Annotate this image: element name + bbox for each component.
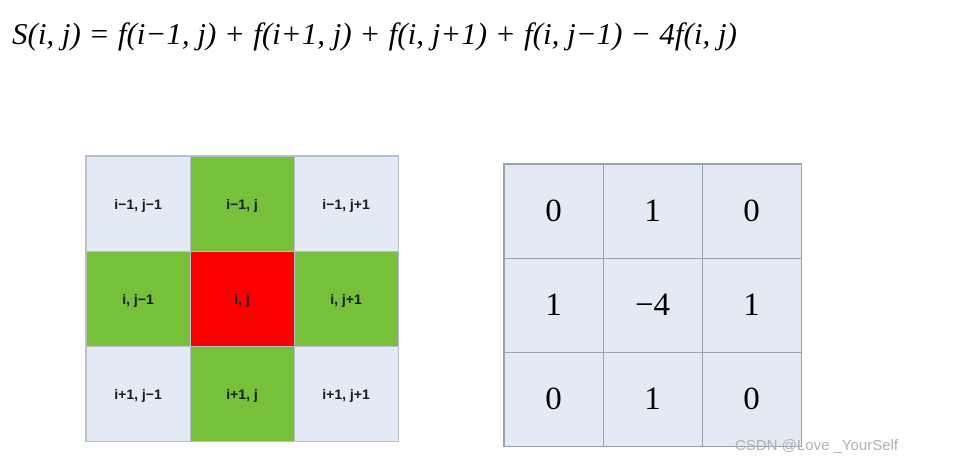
neighborhood-cell-label: i, j−1 <box>122 290 154 307</box>
neighborhood-cell-label: i+1, j <box>226 385 258 402</box>
neighborhood-cell-label: i+1, j+1 <box>322 385 370 402</box>
kernel-cell-value: 1 <box>644 192 661 229</box>
formula-operator-3: + <box>496 16 515 51</box>
neighborhood-cell-center: i, j <box>189 250 295 347</box>
neighborhood-cell-label: i−1, j+1 <box>322 195 370 212</box>
neighborhood-cell: i, j−1 <box>85 250 191 347</box>
kernel-cell-value: 1 <box>545 286 562 323</box>
formula-term-1: f(i−1, j) <box>117 16 217 51</box>
kernel-cell-value: 0 <box>545 380 562 417</box>
neighborhood-cell: i+1, j−1 <box>85 345 191 442</box>
kernel-cell: 0 <box>503 163 604 259</box>
neighborhood-cell-label: i+1, j−1 <box>114 385 162 402</box>
formula-term-3: f(i, j+1) <box>388 16 488 51</box>
kernel-cell: 1 <box>602 351 703 447</box>
kernel-cell-value: −4 <box>634 286 671 323</box>
kernel-cell: 1 <box>503 257 604 353</box>
neighborhood-cell: i−1, j−1 <box>85 155 191 252</box>
kernel-cell-value: 0 <box>743 380 760 417</box>
kernel-cell: 0 <box>701 351 802 447</box>
neighborhood-cell: i−1, j <box>189 155 295 252</box>
watermark-text: CSDN @Love _YourSelf <box>735 437 899 454</box>
neighborhood-cell: i+1, j+1 <box>293 345 399 442</box>
formula-operator-1: + <box>226 16 244 51</box>
neighborhood-cell-label: i−1, j <box>226 195 258 212</box>
kernel-cell-value: 1 <box>644 380 661 417</box>
kernel-cell: 0 <box>701 163 802 259</box>
neighborhood-cell: i−1, j+1 <box>293 155 399 252</box>
kernel-cell-value: 0 <box>545 192 562 229</box>
kernel-cell: 1 <box>602 163 703 259</box>
neighborhood-cell: i, j+1 <box>293 250 399 347</box>
kernel-cell: 0 <box>503 351 604 447</box>
kernel-cell: 1 <box>701 257 802 353</box>
laplacian-formula: S(i, j) = f(i−1, j) + f(i+1, j) + f(i, j… <box>12 16 952 68</box>
neighborhood-cell-label: i−1, j−1 <box>114 195 162 212</box>
formula-term-4: f(i, j−1) <box>524 16 623 51</box>
formula-term-2: f(i+1, j) <box>253 16 352 51</box>
neighborhood-cell-label: i, j <box>234 290 250 307</box>
kernel-cell-value: 0 <box>743 192 760 229</box>
kernel-cell-center: −4 <box>602 257 703 353</box>
formula-term-5: 4f(i, j) <box>659 16 737 51</box>
laplacian-kernel-grid: 0 1 0 1 −4 1 0 1 0 <box>503 163 802 447</box>
neighborhood-cell: i+1, j <box>189 345 295 442</box>
formula-operator-4: − <box>632 16 650 51</box>
kernel-cell-value: 1 <box>743 286 760 323</box>
formula-operator-2: + <box>361 16 379 51</box>
formula-equals: = <box>90 16 109 51</box>
formula-lhs: S(i, j) <box>12 16 81 51</box>
neighborhood-cell-label: i, j+1 <box>330 290 362 307</box>
neighborhood-grid: i−1, j−1 i−1, j i−1, j+1 i, j−1 i, j i, … <box>85 155 399 442</box>
